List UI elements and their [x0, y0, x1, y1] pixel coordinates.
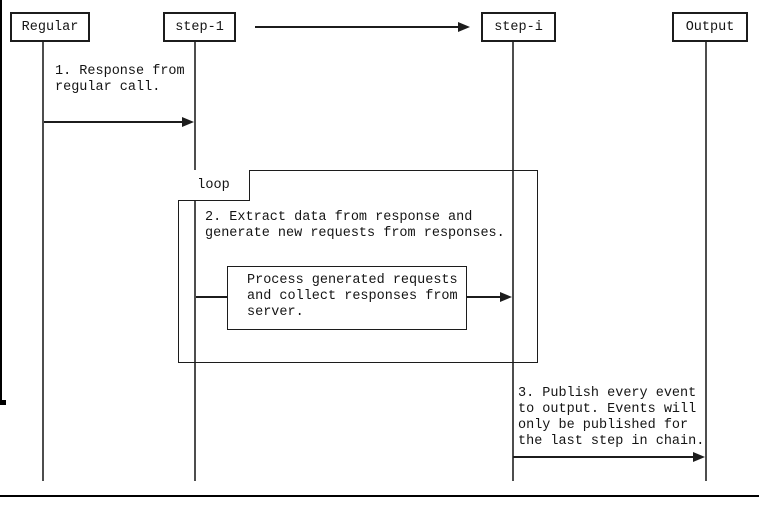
- loop-fragment-frame: [178, 170, 538, 363]
- actor-box-output: Output: [672, 12, 748, 42]
- arrow-line-message-1: [44, 121, 182, 123]
- message-3-label: 3. Publish every event to output. Events…: [518, 386, 705, 449]
- arrow-line-step1-to-stepi: [255, 26, 458, 28]
- actor-box-step-1: step-1: [163, 12, 236, 42]
- arrow-line-message-3: [513, 456, 693, 458]
- connector-line-step1-to-process-box: [196, 296, 227, 298]
- loop-operator-label: loop: [178, 170, 250, 201]
- actor-box-step-i: step-i: [481, 12, 556, 42]
- arrow-line-process-to-stepi: [467, 296, 500, 298]
- arrowhead-icon-step1-to-stepi: [458, 22, 470, 32]
- arrowhead-icon-message-3: [693, 452, 705, 462]
- arrowhead-icon-message-1: [182, 117, 194, 127]
- window-edge-artifact-bottom: [0, 495, 759, 497]
- lifeline-regular: [42, 42, 44, 481]
- lifeline-output: [705, 42, 707, 481]
- message-1-label: 1. Response from regular call.: [55, 64, 185, 95]
- actor-box-regular: Regular: [10, 12, 90, 42]
- window-edge-artifact-left: [0, 0, 2, 403]
- lifeline-step-i: [512, 42, 514, 481]
- message-2-label: 2. Extract data from response and genera…: [205, 210, 505, 241]
- process-box: Process generated requests and collect r…: [227, 266, 467, 330]
- arrowhead-icon-process-to-stepi: [500, 292, 512, 302]
- lifeline-step-1: [194, 42, 196, 481]
- window-edge-artifact-left-nub: [0, 400, 6, 405]
